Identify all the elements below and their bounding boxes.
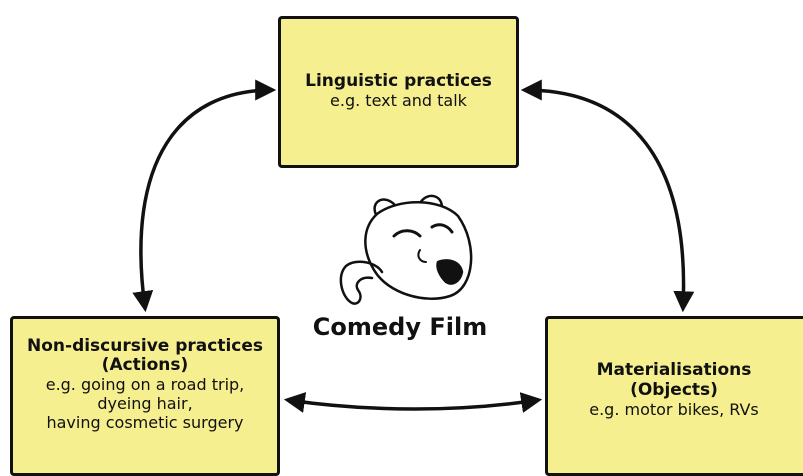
non-discursive-example-3: having cosmetic surgery <box>46 413 244 432</box>
non-discursive-practices-title: Non-discursive practices <box>27 336 263 356</box>
non-discursive-practices-subtitle: (Actions) <box>101 355 189 375</box>
materialisations-subtitle: (Objects) <box>630 380 718 400</box>
materialisations-box: Materialisations (Objects) e.g. motor bi… <box>545 316 803 476</box>
arrow-top-left <box>132 79 277 313</box>
arrow-top-right <box>520 79 695 313</box>
non-discursive-example-1: e.g. going on a road trip, <box>45 375 245 394</box>
comedy-mask-icon <box>339 194 473 305</box>
linguistic-practices-title: Linguistic practices <box>305 71 492 91</box>
comedy-film-label: Comedy Film <box>312 313 488 341</box>
non-discursive-example-2: dyeing hair, <box>97 394 193 413</box>
materialisations-title: Materialisations <box>596 360 752 380</box>
arrow-left-right <box>283 392 543 413</box>
diagram-connectors <box>132 79 695 413</box>
materialisations-example: e.g. motor bikes, RVs <box>589 400 759 419</box>
linguistic-practices-example: e.g. text and talk <box>330 91 467 110</box>
non-discursive-practices-box: Non-discursive practices (Actions) e.g. … <box>10 316 280 476</box>
linguistic-practices-box: Linguistic practices e.g. text and talk <box>278 16 519 168</box>
